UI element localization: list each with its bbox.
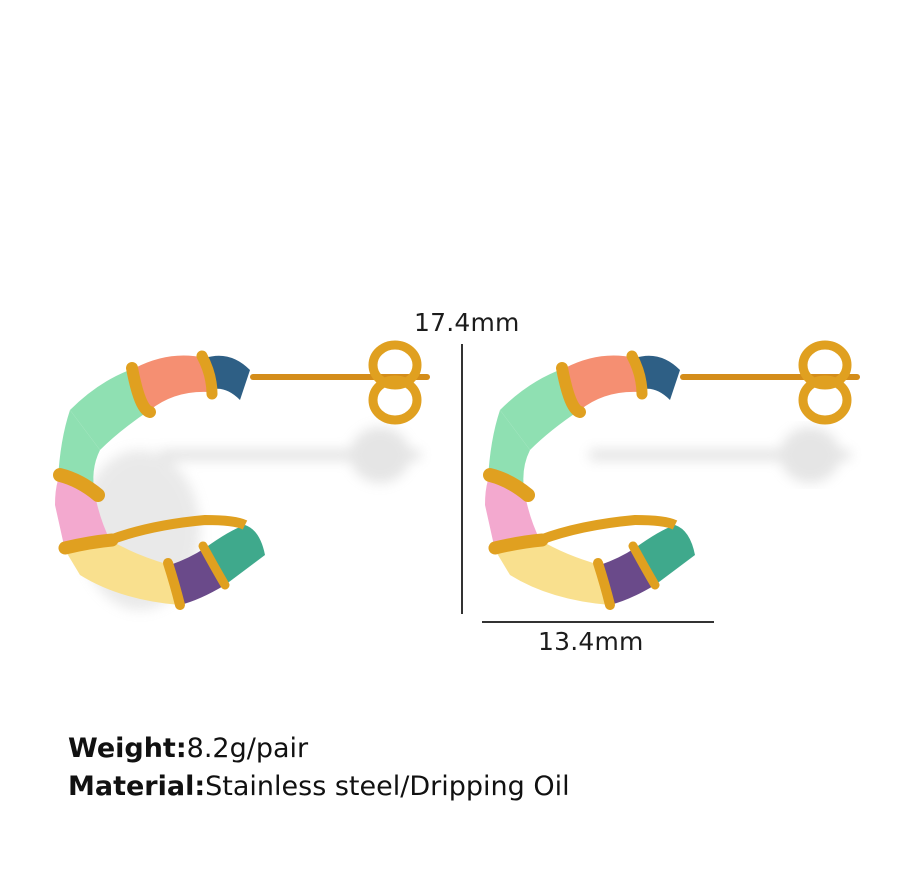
spec-material-value: Stainless steel/Dripping Oil (205, 771, 570, 802)
earring-left-image (53, 340, 430, 610)
height-dimension-line (461, 344, 463, 614)
width-dimension-line (482, 621, 714, 623)
spec-weight: Weight:8.2g/pair (68, 730, 570, 768)
spec-weight-value: 8.2g/pair (186, 733, 309, 764)
spec-weight-label: Weight: (68, 733, 187, 764)
product-specs: Weight:8.2g/pair Material:Stainless stee… (68, 730, 570, 806)
spec-material-label: Material: (68, 771, 206, 802)
height-dimension-label: 17.4mm (414, 308, 520, 337)
width-dimension-label: 13.4mm (538, 627, 644, 656)
earring-right-image (483, 340, 860, 610)
spec-material: Material:Stainless steel/Dripping Oil (68, 768, 570, 806)
